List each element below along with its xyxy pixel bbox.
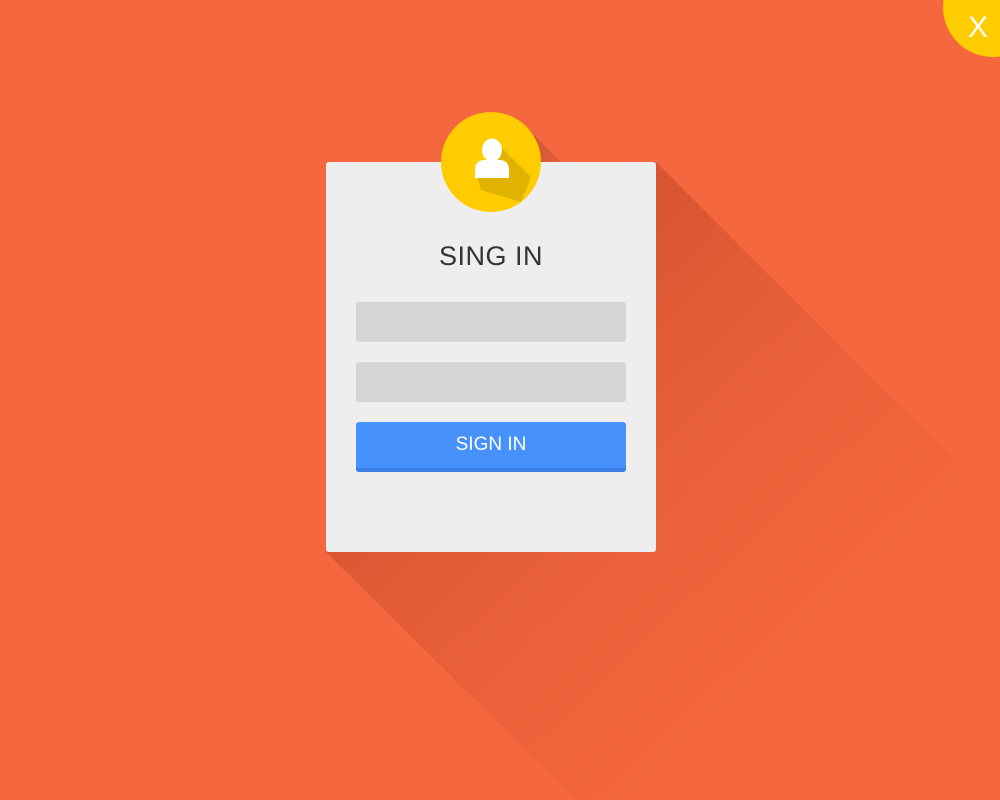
user-icon — [475, 138, 531, 202]
sign-in-button[interactable]: SIGN IN — [356, 422, 626, 472]
password-field[interactable] — [356, 362, 626, 402]
close-icon: X — [967, 11, 988, 44]
login-card — [326, 162, 656, 552]
page-title: SING IN — [438, 241, 543, 271]
username-field[interactable] — [356, 302, 626, 342]
avatar — [441, 112, 541, 212]
sign-in-button-label: SIGN IN — [455, 434, 527, 455]
